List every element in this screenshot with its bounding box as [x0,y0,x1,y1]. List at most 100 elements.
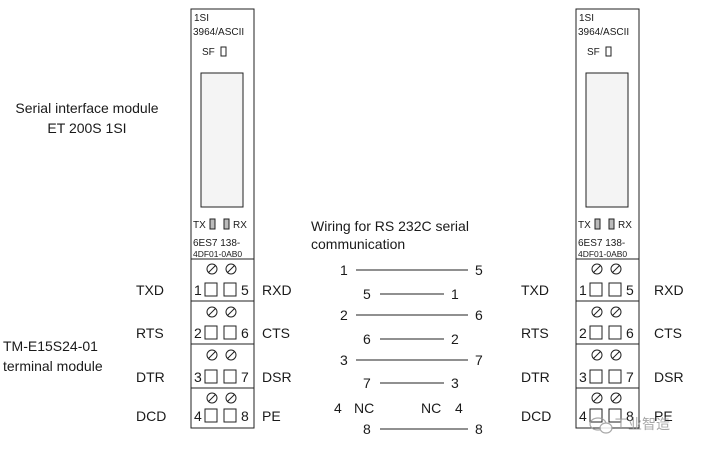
watermark: 工业智造 [589,416,670,434]
terminal-pin: 2 [194,325,202,341]
module-housing [575,8,640,429]
wire-pin: 1 [451,286,459,302]
signal-label: DTR [136,369,165,385]
signal-label: DSR [262,369,292,385]
terminal-screw-slot [223,369,237,384]
tx-led [594,218,601,230]
terminal-screw-slot [589,282,603,297]
terminal-block-3: 3 7 [191,349,254,389]
terminal-screw-slot [204,325,218,340]
rx-label: RX [618,220,632,231]
wire-pin: 3 [451,375,459,391]
left-module: 1SI 3964/ASCII SF TX RX 6ES7 138- 4DF01-… [190,8,255,429]
wire-pin: 8 [363,421,371,437]
tx-label: TX [578,220,591,231]
wire-pin: 8 [475,421,483,437]
terminal-screw-slot [608,408,622,423]
signal-label: DSR [654,369,684,385]
signal-label: TXD [136,282,164,298]
terminal-caption-line2: terminal module [3,358,103,374]
signal-label: RTS [521,325,549,341]
terminal-pin: 1 [579,282,587,298]
nc-pin: 4 [455,400,463,416]
wiring-pairs: 1 5 5 1 2 6 6 2 3 7 7 3 4 NC NC 4 8 8 [334,262,483,437]
wire-pin: 1 [340,262,348,278]
order-number-line1: 6ES7 138- [193,238,240,249]
terminal-screw-slot [223,408,237,423]
wiring-caption-line1: Wiring for RS 232C serial [311,218,469,234]
terminal-screw-slot [204,408,218,423]
module-name-line1: 1SI [194,13,209,24]
terminal-screw-slot [589,369,603,384]
signal-label: PE [262,408,281,424]
rx-led [608,218,615,230]
rx-label: RX [233,220,247,231]
terminal-pin: 7 [626,369,634,385]
terminal-screw-slot [608,282,622,297]
terminal-pin: 3 [194,369,202,385]
signal-label: CTS [654,325,682,341]
terminal-screw-slot [223,325,237,340]
terminal-pin: 8 [626,408,634,424]
module-window [585,72,629,208]
module-window [200,72,244,208]
wire-pin: 7 [363,375,371,391]
signal-label: DCD [521,408,551,424]
order-number-line2: 4DF01-0AB0 [578,249,627,259]
module-name-line1: 1SI [579,13,594,24]
sf-label: SF [587,47,600,58]
nc-label: NC [421,400,441,416]
terminal-pin: 5 [241,282,249,298]
terminal-screw-slot [608,325,622,340]
signal-label: RTS [136,325,164,341]
terminal-pin: 4 [194,408,202,424]
terminal-pin: 6 [626,325,634,341]
terminal-screw-slot [204,282,218,297]
tx-label: TX [193,220,206,231]
terminal-pin: 7 [241,369,249,385]
signal-label: CTS [262,325,290,341]
wire-pin: 7 [475,352,483,368]
terminal-caption-line1: TM-E15S24-01 [3,338,98,354]
signal-label: RXD [262,282,292,298]
wire-pin: 5 [363,286,371,302]
nc-label: NC [354,400,374,416]
signal-label: RXD [654,282,684,298]
terminal-block-1: 1 5 [576,263,639,302]
module-name-line2: 3964/ASCII [578,27,629,38]
terminal-pin: 1 [194,282,202,298]
terminal-pin: 3 [579,369,587,385]
module-housing [190,8,255,429]
signal-label: PE [654,408,673,424]
terminal-block-4: 4 8 [194,392,249,424]
terminal-block-2: 2 6 [191,306,254,345]
signal-label: DTR [521,369,550,385]
wire-pin: 5 [475,262,483,278]
terminal-pin: 4 [579,408,587,424]
nc-pin: 4 [334,400,342,416]
module-caption-line2: ET 200S 1SI [47,120,126,136]
terminal-screw-slot [204,369,218,384]
terminal-screw-slot [223,282,237,297]
order-number-line1: 6ES7 138- [578,238,625,249]
order-number-line2: 4DF01-0AB0 [193,249,242,259]
module-caption-line1: Serial interface module [15,100,158,116]
wiring-caption-line2: communication [311,236,405,252]
signal-label: TXD [521,282,549,298]
terminal-block-1: 1 5 [191,263,254,302]
wire-pin: 6 [475,307,483,323]
terminal-screw-slot [589,325,603,340]
watermark-text: 工业智造 [614,416,670,432]
terminal-pin: 8 [241,408,249,424]
right-module: 1SI 3964/ASCII SF TX RX 6ES7 138- 4DF01-… [575,8,640,429]
sf-led [220,46,227,57]
wire-pin: 3 [340,352,348,368]
terminal-block-4: 4 8 [579,392,634,424]
terminal-block-3: 3 7 [576,349,639,389]
tx-led [209,218,216,230]
wire-pin: 6 [363,331,371,347]
terminal-screw-slot [608,369,622,384]
terminal-block-2: 2 6 [576,306,639,345]
rx-led [223,218,230,230]
wire-pin: 2 [451,331,459,347]
